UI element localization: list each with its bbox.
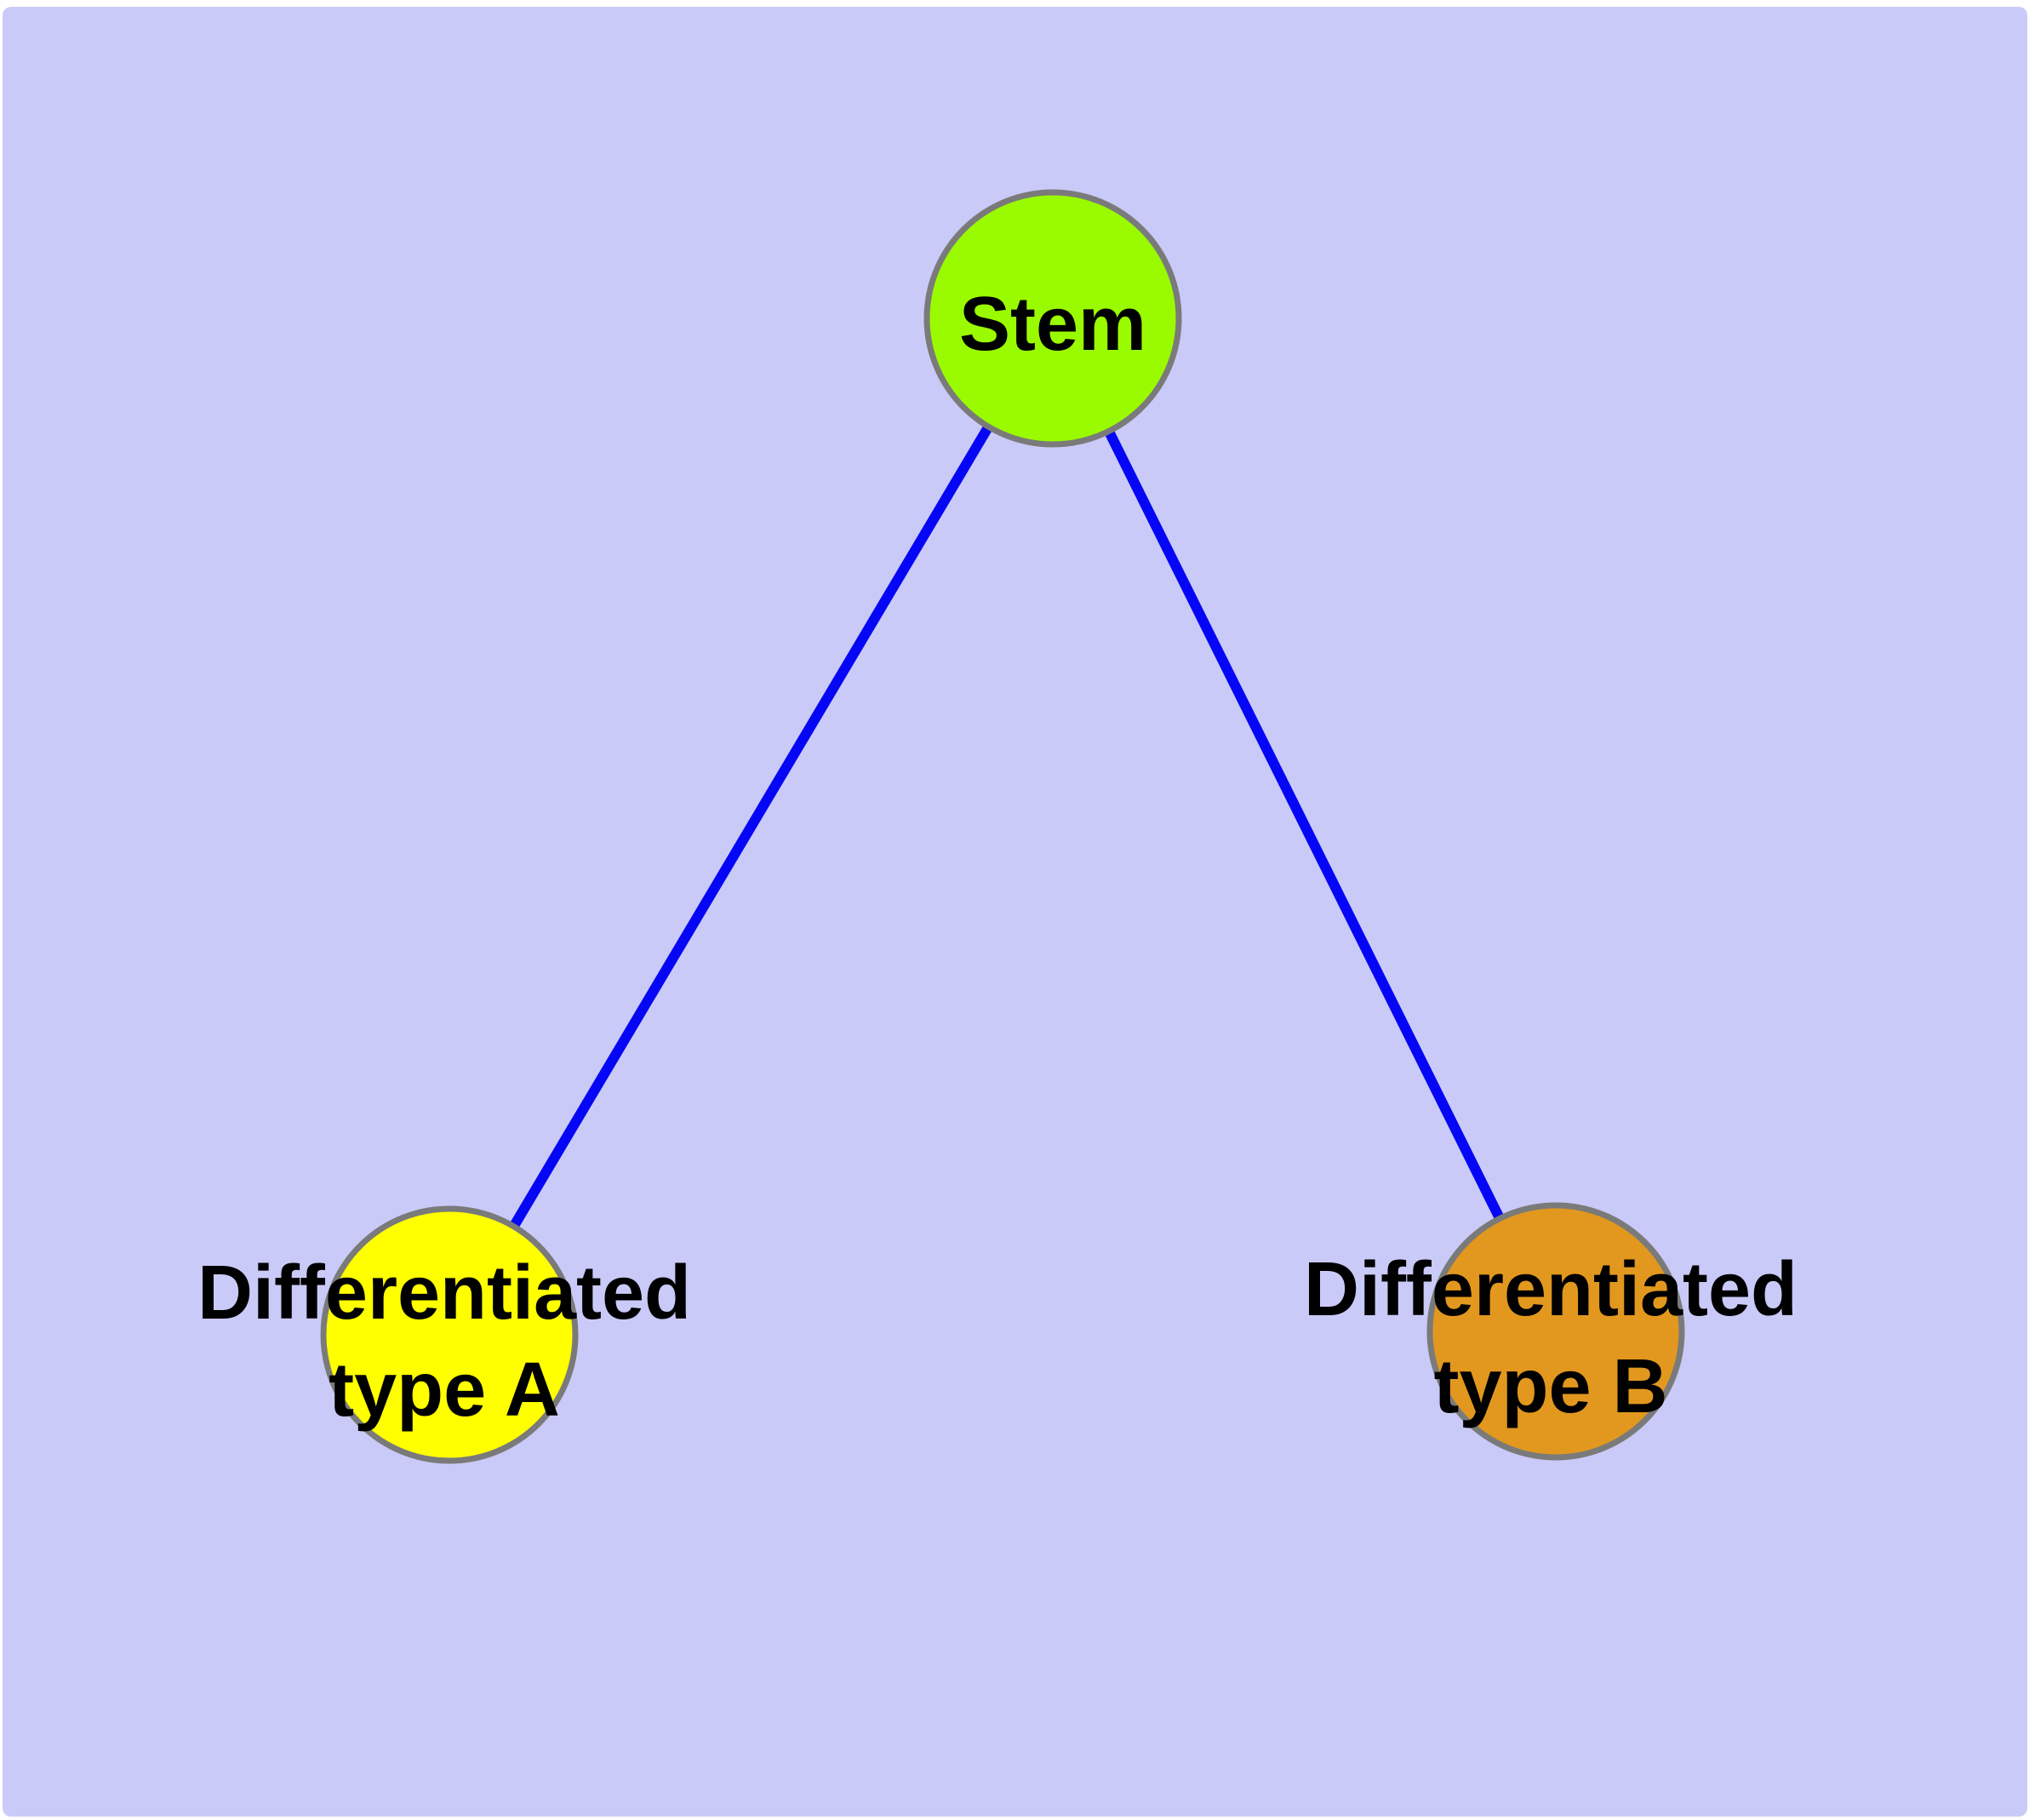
type-b-node-label-line1: Differentiated xyxy=(1304,1247,1798,1332)
stem-node-circle xyxy=(923,189,1182,448)
type-b-node-circle xyxy=(1426,1202,1685,1461)
edge-layer xyxy=(444,315,1561,1338)
type-a-node-circle xyxy=(320,1205,579,1464)
type-b-node-label-line2: type B xyxy=(1433,1344,1667,1429)
node-stem: Stem xyxy=(923,189,1182,448)
node-differentiated-type-b: Differentiated type B xyxy=(1304,1202,1798,1461)
edge-stem-to-type-b xyxy=(1048,316,1561,1334)
stem-node-label: Stem xyxy=(959,282,1146,367)
type-a-node-label-line2: type A xyxy=(329,1348,560,1433)
type-a-node-label-line1: Differentiated xyxy=(197,1251,691,1336)
node-differentiated-type-a: Differentiated type A xyxy=(197,1205,691,1464)
edge-stem-to-type-a xyxy=(444,315,1058,1338)
